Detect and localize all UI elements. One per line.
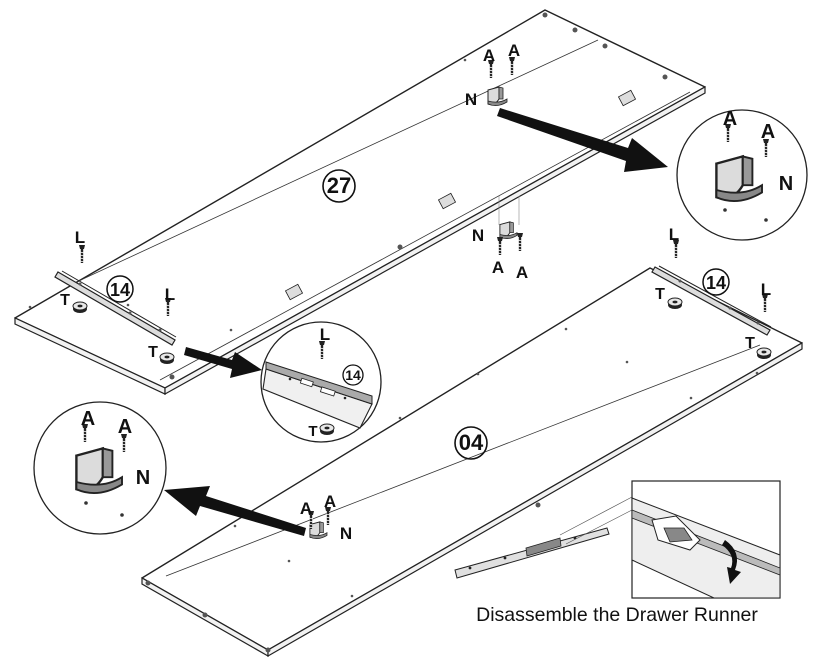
- label-a: A: [300, 499, 312, 518]
- label-l: L: [669, 225, 679, 244]
- label-l: L: [165, 285, 175, 304]
- label-n: N: [465, 90, 477, 109]
- cap-t-icon: [667, 297, 683, 310]
- part-number-04: 04: [459, 430, 484, 455]
- label-a: A: [508, 41, 520, 60]
- arrow-detail-icon: [184, 347, 262, 378]
- part-number-27: 27: [327, 173, 351, 198]
- label-a: A: [324, 492, 336, 511]
- screw-l-icon: [77, 243, 87, 265]
- callout-bracket-top: [676, 109, 808, 241]
- drawer-runner-icon: [454, 496, 633, 579]
- callout-runner-detail: [260, 321, 382, 443]
- panel-27: [14, 9, 706, 396]
- label-a: A: [761, 121, 775, 143]
- runner-left: [54, 270, 177, 346]
- caption-disassemble-runner: Disassemble the Drawer Runner: [476, 604, 758, 626]
- part-number-14-detail: 14: [345, 367, 361, 383]
- cap-t-icon: [319, 423, 335, 436]
- part-number-14-right: 14: [706, 273, 726, 293]
- label-t: T: [308, 423, 317, 440]
- runner-right: [651, 265, 772, 336]
- rotate-arrow-icon: [722, 540, 741, 584]
- cap-t-icon: [159, 352, 175, 365]
- label-a: A: [483, 46, 495, 65]
- screw-a-icon: [495, 235, 505, 257]
- label-a: A: [723, 108, 737, 130]
- part-number-14-left: 14: [110, 280, 130, 300]
- label-n: N: [340, 524, 352, 543]
- label-l: L: [320, 325, 330, 344]
- arrow-right-icon: [497, 108, 668, 172]
- label-a: A: [492, 258, 504, 277]
- label-n: N: [472, 226, 484, 245]
- arrow-left-icon: [164, 486, 306, 536]
- label-n: N: [779, 173, 793, 195]
- label-a: A: [81, 408, 95, 430]
- detail-box-runner: [631, 480, 781, 599]
- screw-a-icon: [515, 231, 525, 253]
- label-t: T: [655, 286, 665, 303]
- callout-bracket-left: [33, 401, 167, 535]
- label-n: N: [136, 467, 150, 489]
- label-a: A: [118, 416, 132, 438]
- label-t: T: [745, 335, 755, 352]
- label-t: T: [148, 344, 158, 361]
- label-l: L: [75, 228, 85, 247]
- label-l: L: [761, 280, 771, 299]
- cap-t-icon: [756, 347, 772, 360]
- cap-t-icon: [72, 301, 88, 314]
- label-t: T: [60, 292, 70, 309]
- label-a: A: [516, 263, 528, 282]
- bracket-n-icon: [499, 221, 518, 240]
